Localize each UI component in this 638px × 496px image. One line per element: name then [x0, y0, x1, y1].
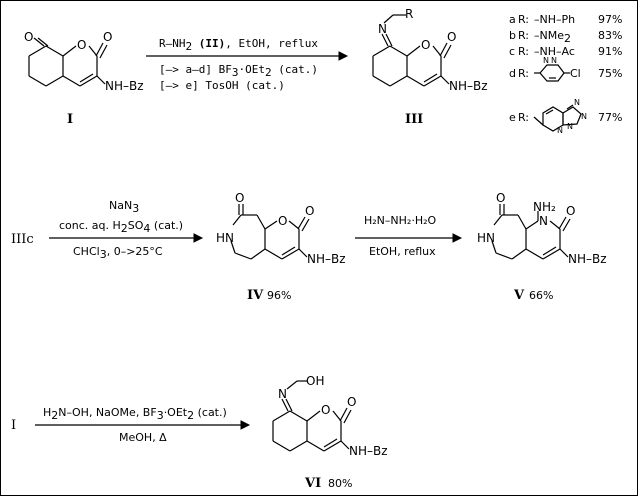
substituent-d-ring-n2: N	[551, 56, 557, 65]
reagent-4-bot: MeOH, Δ	[119, 431, 167, 444]
compound-V-structure	[491, 204, 571, 260]
atom-O-ring: O	[77, 38, 86, 52]
oh-label-VI: OH	[306, 374, 324, 388]
atom-O-ketone: O	[24, 30, 33, 44]
reagent-2-bot: CHCl3, 0–>25°C	[73, 245, 163, 261]
nh-bz-label-IV: NH–Bz	[307, 252, 346, 266]
compound-label-V: V	[513, 288, 525, 303]
atom-N-imine: N	[378, 22, 387, 36]
hn-label-V: HN	[477, 231, 495, 245]
substituent-c-r: R:	[518, 45, 529, 58]
nh-bz-label-V: NH–Bz	[568, 252, 607, 266]
compound-label-IV: IV	[247, 288, 264, 303]
substituent-e-ring-n4: N	[581, 112, 587, 121]
nh-bz-label: NH–Bz	[105, 79, 144, 93]
atom-O-lactam-V: O	[566, 204, 575, 218]
pyridazine-ring-d	[534, 64, 570, 82]
r-group-label: R	[405, 7, 413, 21]
substituent-e-ring-n3: N	[574, 98, 580, 107]
hn-label-IV: HN	[216, 231, 234, 245]
atom-O-lactone-III: O	[447, 30, 456, 44]
substituent-e-ring-n1: N	[557, 126, 563, 135]
atom-O-ring-III: O	[421, 38, 430, 52]
substituent-d-r: R:	[518, 67, 529, 80]
reagent-3-top: H₂N–NH₂·H₂O	[364, 214, 436, 227]
substituent-d-ring-n1: N	[543, 56, 549, 65]
substituent-a-yield: 97%	[598, 13, 622, 26]
compound-IV-structure	[230, 204, 310, 260]
substituent-b-r: R:	[518, 29, 529, 42]
substituent-d-key: d	[509, 67, 516, 80]
substituent-a-key: a	[509, 13, 516, 26]
compound-VI-structure	[272, 380, 352, 452]
substituent-d-group: Cl	[570, 67, 581, 80]
substituent-a-group: –NH–Ph	[534, 13, 575, 26]
atom-O-amide-V: O	[496, 191, 505, 205]
compound-label-VI: VI	[304, 476, 321, 491]
substituent-b-yield: 83%	[598, 29, 622, 42]
substituent-d-yield: 75%	[598, 67, 622, 80]
substituent-e-ring-n2: N	[567, 122, 573, 131]
atom-O-lactone-VI: O	[347, 395, 356, 409]
reagent-1-line-3: [–> e] TosOH (cat.)	[159, 79, 285, 92]
substituent-a-r: R:	[518, 13, 529, 26]
substituent-table: a R: –NH–Ph 97% b R: –NMe2 83% c R: –NH–…	[509, 13, 622, 135]
compound-I-structure	[28, 37, 108, 87]
substituent-c-group: –NH–Ac	[534, 45, 575, 58]
nh-bz-label-III: NH–Bz	[449, 79, 488, 93]
compound-III-structure	[372, 14, 452, 87]
triazolopyridazine-ring-e	[533, 104, 582, 132]
atom-O-amide-IV: O	[235, 191, 244, 205]
atom-O-lactone-IV: O	[305, 204, 314, 218]
compound-label-IIIc: IIIc	[11, 232, 34, 247]
arrowhead-4	[240, 420, 251, 430]
substituent-b-group: –NMe2	[534, 29, 571, 45]
substituent-e-yield: 77%	[598, 111, 622, 124]
arrowhead-2	[193, 233, 204, 243]
compound-label-III: III	[405, 112, 423, 127]
atom-N-ring-V: N	[539, 214, 548, 228]
reagent-1-line-2: [–> a–d] BF3·OEt2 (cat.)	[159, 63, 318, 79]
reagent-2-top: NaN3	[109, 199, 139, 215]
substituent-c-key: c	[509, 45, 515, 58]
substituent-b-key: b	[509, 29, 516, 42]
yield-V: 66%	[529, 289, 553, 302]
atom-N-oxime-VI: N	[278, 387, 287, 401]
reagent-3-bot: EtOH, reflux	[369, 245, 436, 258]
arrowhead-1	[338, 51, 349, 61]
compound-label-I-repeat: I	[11, 418, 16, 433]
substituent-e-key: e	[509, 111, 516, 124]
atom-O-lactone: O	[103, 30, 112, 44]
compound-label-I: I	[67, 112, 73, 127]
reagent-4-top: H2N–OH, NaOMe, BF3·OEt2 (cat.)	[43, 406, 227, 422]
reagent-1-line-1: R–NH2 (II), EtOH, reflux	[159, 37, 318, 53]
yield-IV: 96%	[267, 289, 291, 302]
atom-O-ring-VI: O	[321, 403, 330, 417]
arrowhead-3	[452, 233, 463, 243]
nh2-label-V: NH₂	[533, 200, 556, 214]
yield-VI: 80%	[328, 477, 352, 490]
substituent-e-r: R:	[518, 111, 529, 124]
substituent-c-yield: 91%	[598, 45, 622, 58]
nh-bz-label-VI: NH–Bz	[349, 444, 388, 458]
reagent-2-mid: conc. aq. H2SO4 (cat.)	[59, 219, 183, 235]
atom-O-ring-IV: O	[278, 214, 287, 228]
